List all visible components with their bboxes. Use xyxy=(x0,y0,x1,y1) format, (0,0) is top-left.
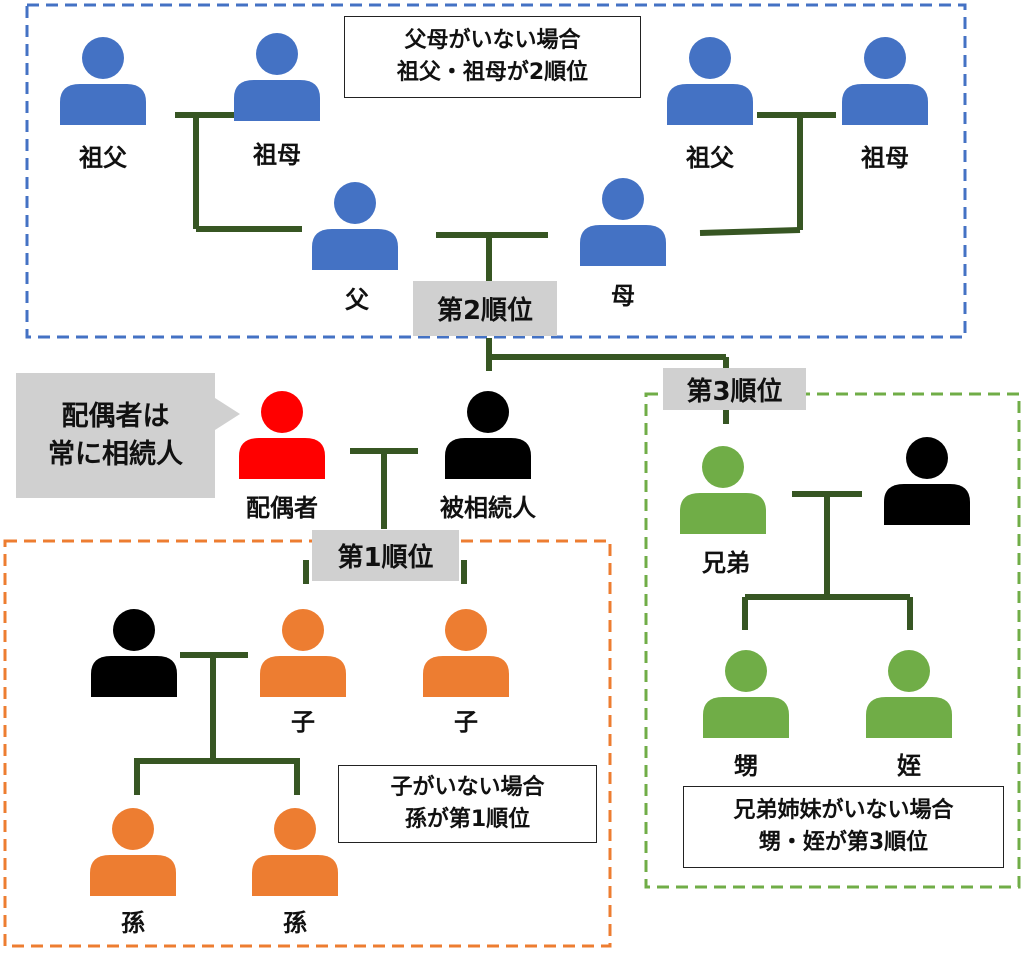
note-siblings-line1: 兄弟姉妹がいない場合 xyxy=(733,798,954,824)
note-siblings-line2: 甥・姪が第3順位 xyxy=(758,830,929,855)
rank-first-badge: 第1順位 xyxy=(312,530,459,581)
spouse-callout: 配偶者は 常に相続人 xyxy=(16,373,215,498)
note-parents: 父母がいない場合 祖父・祖母が2順位 xyxy=(344,16,641,98)
label-deceased: 被相続人 xyxy=(440,494,536,522)
rank-third-badge: 第3順位 xyxy=(663,368,806,410)
note-parents-line2: 祖父・祖母が2順位 xyxy=(396,60,589,85)
label-child-left: 子 xyxy=(291,708,315,736)
person-icon-father xyxy=(312,182,398,270)
spouse-callout-line2: 常に相続人 xyxy=(48,438,183,470)
family-connectors xyxy=(134,112,913,795)
label-child-right: 子 xyxy=(454,708,478,736)
people xyxy=(60,33,970,896)
rank-second-badge: 第2順位 xyxy=(413,281,557,336)
note-siblings: 兄弟姉妹がいない場合 甥・姪が第3順位 xyxy=(683,786,1004,868)
person-icon-child-right xyxy=(423,609,509,697)
descendants-group-box xyxy=(3,539,612,948)
label-sibling: 兄弟 xyxy=(702,549,750,577)
label-grandchild-right: 孫 xyxy=(283,909,307,937)
label-mother: 母 xyxy=(611,282,635,310)
note-parents-line1: 父母がいない場合 xyxy=(404,28,581,54)
label-father: 父 xyxy=(345,286,369,314)
note-children-line1: 子がいない場合 xyxy=(390,775,545,801)
callout-bubble xyxy=(16,373,240,498)
person-icon-sibling xyxy=(680,446,766,534)
person-icon-child-partner xyxy=(91,609,177,697)
label-grandmother-left: 祖母 xyxy=(253,141,301,169)
person-icon-sibling-partner xyxy=(884,437,970,525)
siblings-group-box xyxy=(644,392,1021,889)
spouse-callout-line1: 配偶者は xyxy=(61,400,170,432)
ascendants-group-box xyxy=(25,3,967,339)
label-niece: 姪 xyxy=(897,752,921,780)
person-icon-grandfather-right xyxy=(667,37,753,125)
person-icon-nephew xyxy=(703,650,789,738)
label-grandmother-right: 祖母 xyxy=(861,144,909,172)
person-icon-grandfather-left xyxy=(60,37,146,125)
person-icon-mother xyxy=(580,178,666,266)
person-icon-grandmother-left xyxy=(234,33,320,121)
label-grandfather-right: 祖父 xyxy=(686,144,734,172)
note-children: 子がいない場合 孫が第1順位 xyxy=(338,765,597,843)
label-grandchild-left: 孫 xyxy=(121,909,145,937)
person-icon-niece xyxy=(866,650,952,738)
person-icon-grandmother-right xyxy=(842,37,928,125)
label-spouse: 配偶者 xyxy=(246,494,318,522)
label-nephew: 甥 xyxy=(734,752,758,780)
person-icon-spouse xyxy=(239,391,325,479)
person-icon-grandchild-left xyxy=(90,808,176,896)
note-children-line2: 孫が第1順位 xyxy=(404,807,531,832)
person-icon-child-left xyxy=(260,609,346,697)
person-icon-deceased xyxy=(445,391,531,479)
label-grandfather-left: 祖父 xyxy=(79,144,127,172)
person-icon-grandchild-right xyxy=(252,808,338,896)
